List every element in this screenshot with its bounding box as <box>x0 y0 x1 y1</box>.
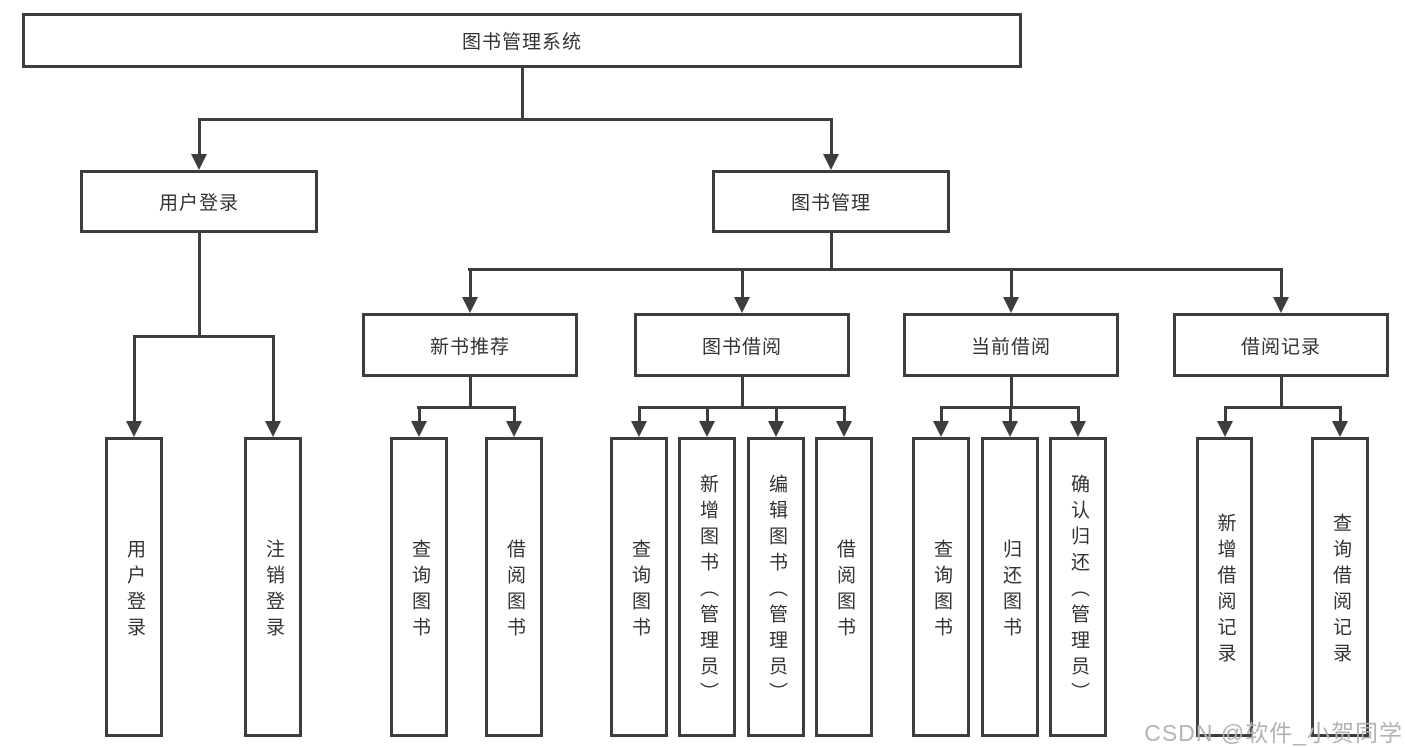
connector-line <box>198 118 833 121</box>
connector-line <box>198 118 201 155</box>
arrow-down-icon <box>1273 297 1289 313</box>
arrow-down-icon <box>1332 421 1348 437</box>
arrow-down-icon <box>1070 421 1086 437</box>
connector-line <box>513 406 516 422</box>
connector-line <box>1280 376 1283 409</box>
leaf-user-login: 用户登录 <box>105 437 163 737</box>
connector-line <box>198 233 201 338</box>
arrow-down-icon <box>1003 297 1019 313</box>
arrow-down-icon <box>1002 421 1018 437</box>
leaf-add-borrow-record: 新增借阅记录 <box>1196 437 1253 737</box>
leaf-logout: 注销登录 <box>244 437 302 737</box>
leaf-borrow-books-recommend: 借阅图书 <box>485 437 543 737</box>
connector-line <box>468 268 1282 271</box>
arrow-down-icon <box>1217 421 1233 437</box>
arrow-down-icon <box>411 421 427 437</box>
connector-line <box>1010 268 1013 298</box>
arrow-down-icon <box>699 421 715 437</box>
arrow-down-icon <box>768 421 784 437</box>
arrow-down-icon <box>836 421 852 437</box>
leaf-label: 查询借阅记录 <box>1329 512 1351 669</box>
connector-line <box>1224 406 1227 422</box>
leaf-label: 借阅图书 <box>503 538 525 643</box>
arrow-down-icon <box>462 297 478 313</box>
connector-line <box>521 67 524 121</box>
connector-line <box>418 406 421 422</box>
leaf-label: 查询图书 <box>930 538 952 643</box>
node-user-login: 用户登录 <box>80 170 318 233</box>
connector-line <box>706 406 709 422</box>
connector-line <box>1224 406 1342 409</box>
connector-line <box>133 335 136 421</box>
connector-line <box>1010 376 1013 409</box>
leaf-label: 确认归还（管理员） <box>1067 473 1089 708</box>
leaf-add-books-admin: 新增图书（管理员） <box>678 437 736 737</box>
leaf-label: 查询图书 <box>408 538 430 643</box>
connector-line <box>830 233 833 271</box>
connector-line <box>1280 268 1283 298</box>
connector-line <box>1009 406 1012 422</box>
connector-line <box>741 268 744 298</box>
connector-line <box>469 268 472 298</box>
leaf-borrow-books: 借阅图书 <box>815 437 873 737</box>
csdn-watermark: CSDN @软件_小贺同学 <box>1144 720 1403 746</box>
arrow-down-icon <box>631 421 647 437</box>
leaf-label: 编辑图书（管理员） <box>765 473 787 708</box>
connector-line <box>1077 406 1080 422</box>
leaf-return-books: 归还图书 <box>981 437 1039 737</box>
node-new-book-recommendation: 新书推荐 <box>362 313 578 377</box>
node-book-borrowing: 图书借阅 <box>634 313 850 377</box>
leaf-query-books-current: 查询图书 <box>912 437 970 737</box>
arrow-down-icon <box>506 421 522 437</box>
leaf-label: 借阅图书 <box>833 538 855 643</box>
leaf-query-books-recommend: 查询图书 <box>390 437 448 737</box>
arrow-down-icon <box>191 154 207 170</box>
connector-line <box>417 406 516 409</box>
connector-line <box>1339 406 1342 422</box>
node-current-borrowing: 当前借阅 <box>903 313 1119 377</box>
leaf-edit-books-admin: 编辑图书（管理员） <box>747 437 805 737</box>
arrow-down-icon <box>933 421 949 437</box>
leaf-label: 归还图书 <box>999 538 1021 643</box>
node-book-management: 图书管理 <box>712 170 950 233</box>
leaf-query-books-borrowing: 查询图书 <box>610 437 668 737</box>
connector-line <box>469 376 472 409</box>
connector-line <box>133 335 275 338</box>
arrow-down-icon <box>126 421 142 437</box>
leaf-confirm-return-admin: 确认归还（管理员） <box>1049 437 1107 737</box>
node-library-system: 图书管理系统 <box>22 13 1022 68</box>
leaf-label: 新增借阅记录 <box>1214 512 1236 669</box>
leaf-query-borrow-record: 查询借阅记录 <box>1311 437 1369 737</box>
arrow-down-icon <box>823 154 839 170</box>
leaf-label: 用户登录 <box>123 538 145 643</box>
connector-line <box>272 335 275 421</box>
connector-line <box>741 376 744 409</box>
leaf-label: 新增图书（管理员） <box>696 473 718 708</box>
connector-line <box>830 118 833 155</box>
connector-line <box>638 406 641 422</box>
connector-line <box>775 406 778 422</box>
leaf-label: 注销登录 <box>262 538 284 643</box>
connector-line <box>638 406 846 409</box>
arrow-down-icon <box>265 421 281 437</box>
node-borrowing-records: 借阅记录 <box>1173 313 1389 377</box>
connector-line <box>843 406 846 422</box>
connector-line <box>940 406 943 422</box>
arrow-down-icon <box>734 297 750 313</box>
leaf-label: 查询图书 <box>628 538 650 643</box>
